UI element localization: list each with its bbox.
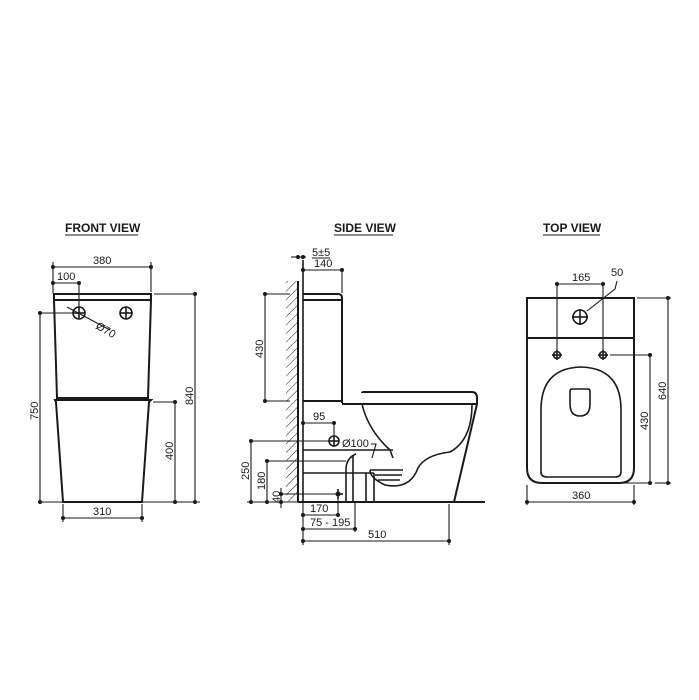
- cistern-side-outline: [303, 293, 343, 403]
- top-outline: [526, 297, 635, 484]
- dim-depth-total: 510: [368, 529, 386, 541]
- dim-cistern-height: 430: [254, 340, 266, 358]
- wall-hatch: [286, 281, 297, 501]
- dim-cistern-depth: 140: [314, 258, 332, 270]
- fixing-point-left-icon: [552, 350, 562, 360]
- button-leader: [586, 280, 618, 312]
- side-view: SIDE VIEW 5±5: [240, 221, 485, 545]
- dim-height-40: 40: [271, 491, 283, 503]
- cistern-outline: [53, 293, 152, 399]
- dim-fixing-spacing: 165: [572, 272, 590, 284]
- dim-height-250: 250: [240, 462, 252, 480]
- inlet-right-icon: [119, 306, 133, 320]
- front-view: FRONT VIEW Ø70 380 100: [29, 221, 200, 522]
- dim-height-pan: 400: [164, 442, 176, 460]
- dim-width-base: 310: [93, 506, 111, 518]
- dim-width: 360: [572, 490, 590, 502]
- top-view: TOP VIEW 50 165: [525, 221, 671, 505]
- side-view-title: SIDE VIEW: [334, 221, 397, 235]
- dim-button-diameter: 50: [611, 267, 623, 279]
- top-view-title: TOP VIEW: [543, 221, 602, 235]
- dim-setout-170: 170: [310, 503, 328, 515]
- dim-inlet-offset: 100: [57, 271, 75, 283]
- pan-outline: [53, 399, 154, 503]
- front-view-title: FRONT VIEW: [65, 221, 141, 235]
- inlet-icon: [328, 435, 340, 447]
- inlet-diameter-label: Ø70: [94, 320, 118, 341]
- dim-setout-range: 75 - 195: [310, 517, 350, 529]
- dim-wall-gap: 5±5: [312, 247, 330, 259]
- dim-height-total: 840: [184, 387, 196, 405]
- waste-point-icon: [335, 489, 343, 499]
- flush-button-icon: [572, 309, 588, 325]
- dim-height-inlet: 750: [29, 402, 41, 420]
- diameter-leader: [66, 306, 111, 331]
- outlet-diameter-label: Ø100: [342, 438, 369, 450]
- dim-depth-total: 640: [657, 382, 669, 400]
- seat-outline: [540, 366, 622, 478]
- dim-inlet-offset: 95: [313, 411, 325, 423]
- bowl-trap-curve: [369, 403, 473, 487]
- dim-width-top: 380: [93, 255, 111, 267]
- dim-fixing-depth: 430: [639, 412, 651, 430]
- pan-seat-outline: [361, 391, 478, 503]
- dim-height-180: 180: [256, 472, 268, 490]
- seat-handle-icon: [569, 388, 591, 417]
- fixing-point-right-icon: [598, 350, 608, 360]
- outlet-leader: [371, 443, 377, 459]
